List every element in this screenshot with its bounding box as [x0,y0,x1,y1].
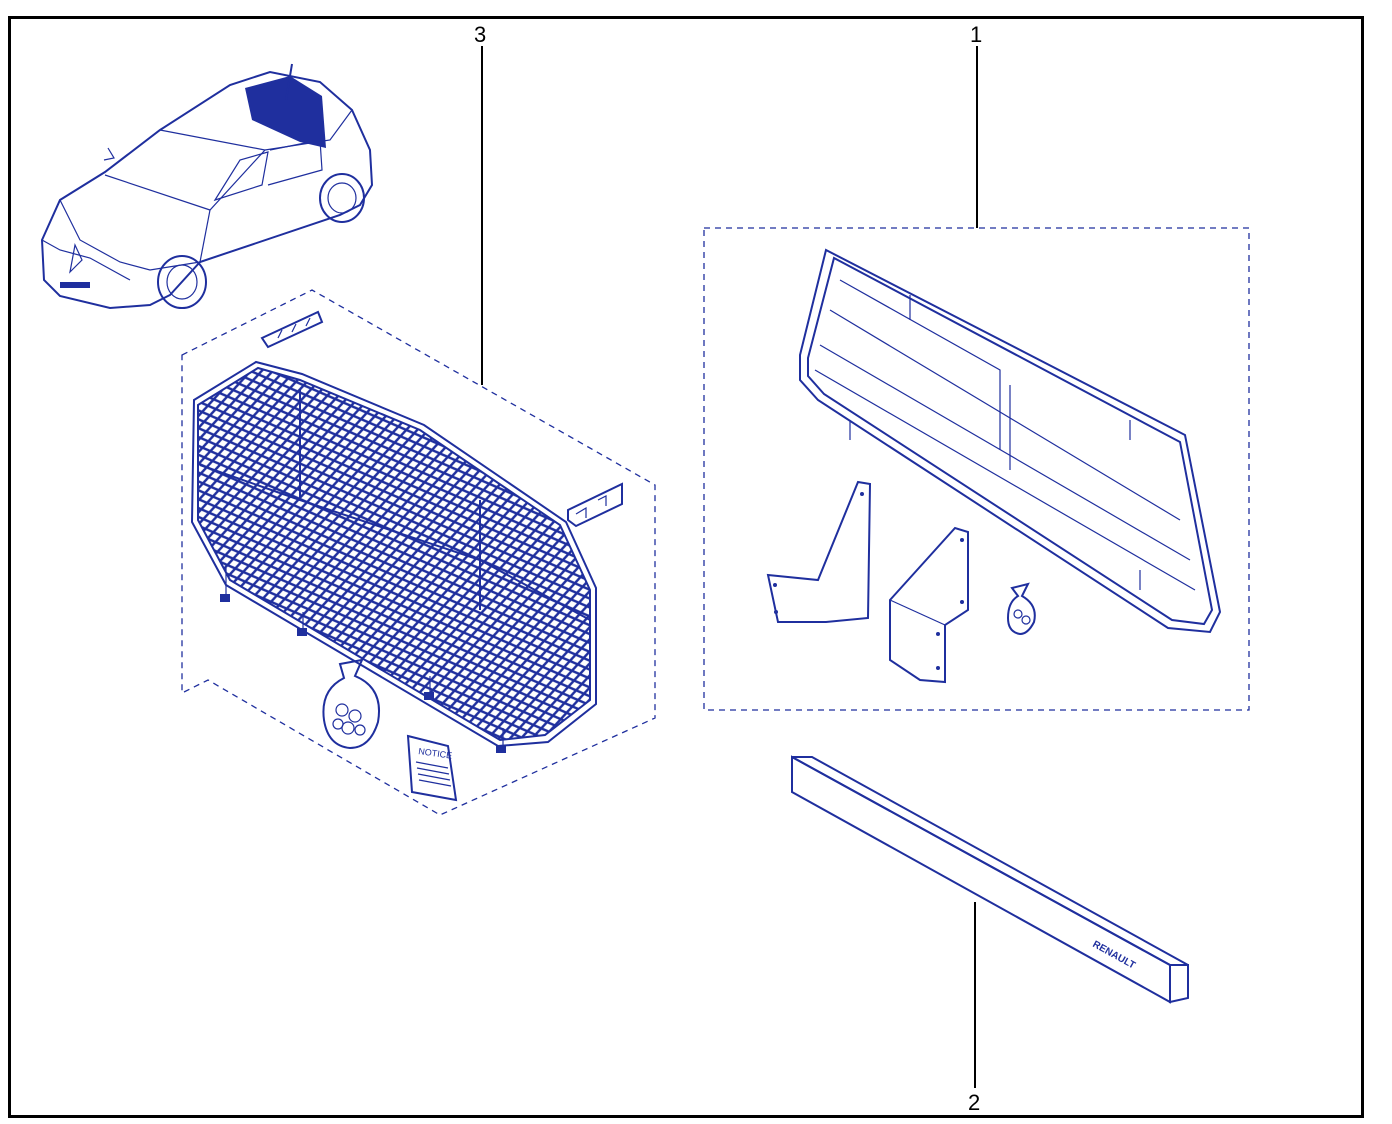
grille-icon [799,248,1222,634]
bracket-icon [260,310,324,349]
bar-icon: RENAULT [791,755,1189,1004]
diagram-frame [8,16,1364,1118]
mesh-net-icon [190,360,597,753]
bracket-right-icon [889,526,969,684]
notice-booklet-icon: NOTICE [406,734,458,802]
callout-2: 2 [968,902,980,1115]
hook-bracket-icon [567,482,623,528]
bracket-left-icon [766,480,872,623]
callout-1: 1 [970,22,982,228]
hardware-bag-small-icon [1006,582,1036,636]
callout-number-3: 3 [474,22,486,47]
car-icon [40,63,374,310]
hardware-bag-icon [322,658,380,750]
notice-label: NOTICE [418,746,453,761]
callout-number-2: 2 [968,1090,980,1115]
callout-number-1: 1 [970,22,982,47]
part-1-group-outline [703,227,1250,711]
callout-3: 3 [474,22,486,385]
part-3-group-outline [181,289,656,816]
